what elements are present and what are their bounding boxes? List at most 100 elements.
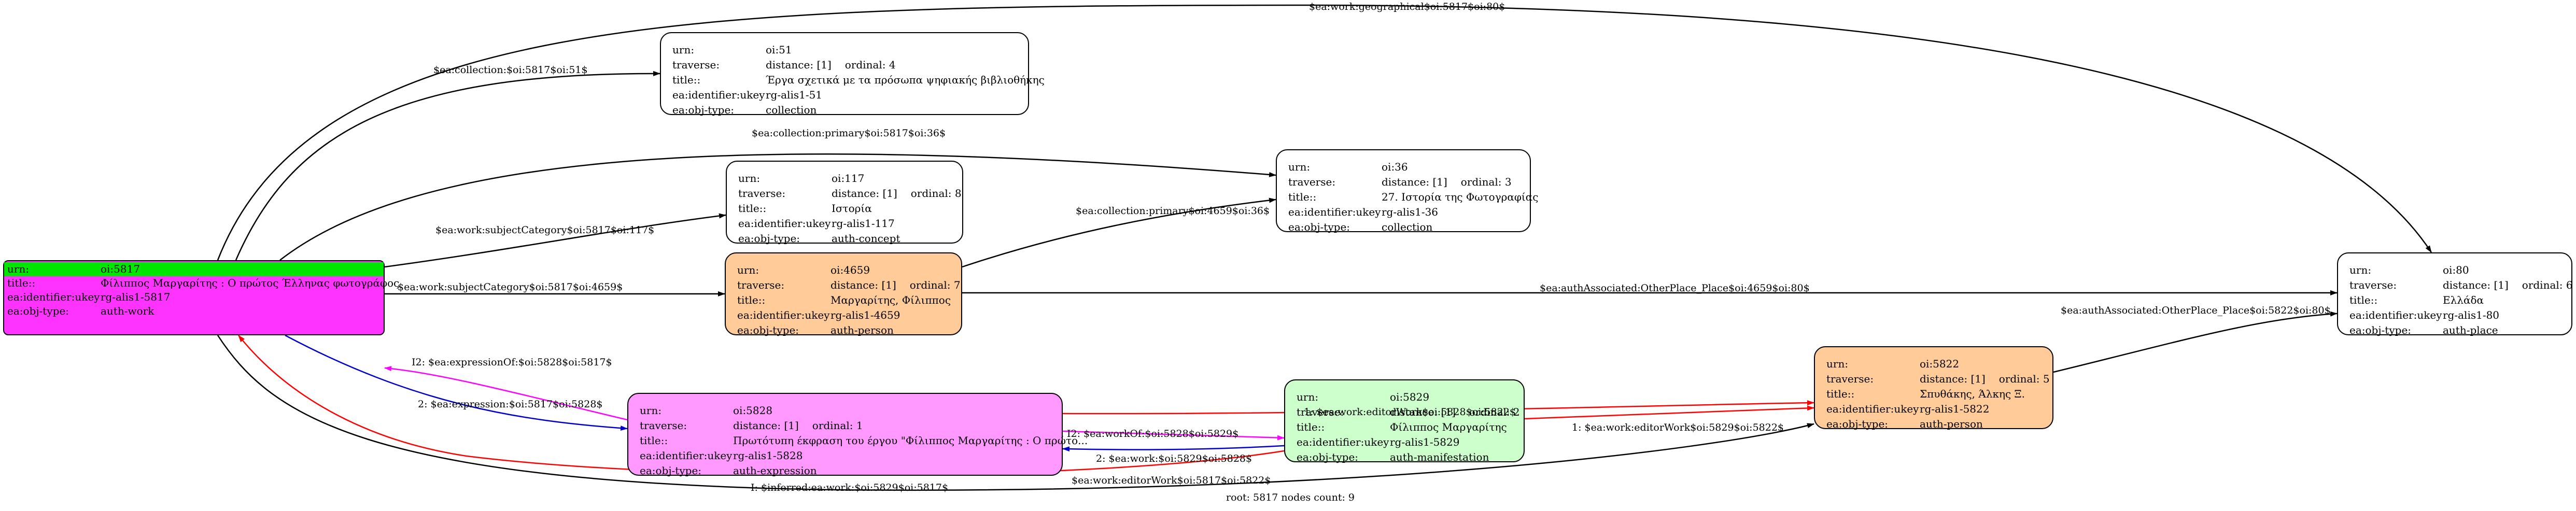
identifier-value: rg-alis1-5822 xyxy=(1920,403,1990,415)
objtype-value: auth-manifestation xyxy=(1390,451,1489,463)
node-oi-5828[interactable]: urn:oi:5828 traverse:distance: [1]ordina… xyxy=(627,393,1088,477)
traverse-key: traverse: xyxy=(737,279,785,291)
objtype-value: auth-person xyxy=(1920,418,1983,430)
urn-value: oi:36 xyxy=(1382,161,1408,173)
urn-key: urn: xyxy=(737,264,759,276)
ordinal-value: ordinal: 8 xyxy=(910,187,962,200)
urn-value: oi:5822 xyxy=(1920,358,1960,370)
footer-node-count: root: 5817 nodes count: 9 xyxy=(1226,492,1355,503)
objtype-key: ea:obj-type: xyxy=(1288,221,1350,233)
identifier-key: ea:identifier:ukey xyxy=(1826,403,1919,415)
traverse-key: traverse: xyxy=(640,419,687,432)
edge-coll51 xyxy=(235,70,660,261)
distance-value: distance: [1] xyxy=(766,59,832,71)
node-oi-5829[interactable]: urn:oi:5829 traverse:distance: [1]ordina… xyxy=(1284,379,1525,463)
node-oi-4659[interactable]: urn:oi:4659 traverse:distance: [1]ordina… xyxy=(725,252,962,336)
edge-coll36 xyxy=(279,153,1276,261)
objtype-value: auth-concept xyxy=(832,232,900,245)
edge-label-subject-117: $ea:work:subjectCategory$oi:5817$oi:117$ xyxy=(435,224,655,236)
ordinal-value: ordinal: 2 xyxy=(1469,406,1520,418)
edge-inferred xyxy=(238,335,1285,476)
node-oi-117[interactable]: urn:oi:117 traverse:distance: [1]ordinal… xyxy=(726,161,963,245)
objtype-key: ea:obj-type: xyxy=(738,232,800,245)
identifier-value: rg-alis1-51 xyxy=(766,89,823,101)
traverse-key: traverse: xyxy=(2349,279,2397,291)
urn-value: oi:5817 xyxy=(101,263,140,275)
distance-value: distance: [1] xyxy=(1382,176,1447,188)
urn-key: urn: xyxy=(7,263,30,275)
title-key: title:: xyxy=(1288,191,1317,203)
edge-label-5822-place-80: $ea:authAssociated:OtherPlace_Place$oi:5… xyxy=(2061,305,2331,316)
distance-value: distance: [1] xyxy=(830,279,896,291)
edge-ed5817 xyxy=(217,335,1814,491)
title-key: title:: xyxy=(7,277,36,289)
objtype-value: auth-expression xyxy=(733,464,817,477)
identifier-key: ea:identifier:ukey xyxy=(640,449,733,462)
traverse-key: traverse: xyxy=(1826,373,1874,385)
node-oi-80[interactable]: urn:oi:80 traverse:distance: [1]ordinal:… xyxy=(2337,252,2573,336)
edge-label-expression-of: I2: $ea:expressionOf:$oi:5828$oi:5817$ xyxy=(412,357,612,368)
objtype-value: auth-place xyxy=(2443,324,2498,336)
objtype-value: collection xyxy=(766,104,817,116)
title-key: title:: xyxy=(1826,388,1855,400)
objtype-key: ea:obj-type: xyxy=(672,104,735,116)
title-value: Φίλιππος Μαργαρίτης xyxy=(1390,421,1507,433)
ordinal-value: ordinal: 5 xyxy=(1998,373,2050,385)
identifier-key: ea:identifier:ukey xyxy=(737,309,830,321)
title-value: Μαργαρίτης, Φίλιππος xyxy=(830,294,951,306)
ordinal-value: ordinal: 6 xyxy=(2522,279,2573,291)
edge-label-expression: 2: $ea:expression:$oi:5817$oi:5828$ xyxy=(418,399,603,410)
edge-5822-80 xyxy=(2053,311,2338,373)
title-value: Ιστορία xyxy=(832,202,872,215)
identifier-value: rg-alis1-5829 xyxy=(1390,436,1460,448)
edge-label-editor-5828: 1: $ea:work:editorWork$oi:5828$oi:5822$ xyxy=(1304,406,1516,418)
distance-value: distance: [1] xyxy=(1390,406,1456,418)
objtype-key: ea:obj-type: xyxy=(737,324,799,336)
objtype-value: auth-work xyxy=(101,305,154,317)
urn-value: oi:5828 xyxy=(733,404,773,417)
objtype-key: ea:obj-type: xyxy=(1297,451,1359,463)
distance-value: distance: [1] xyxy=(832,187,897,200)
node-oi-5817[interactable]: urn:oi:5817 title::Φίλιππος Μαργαρίτης :… xyxy=(3,260,399,335)
traverse-key: traverse: xyxy=(1288,176,1336,188)
title-key: title:: xyxy=(737,294,766,306)
urn-key: urn: xyxy=(1288,161,1311,173)
identifier-key: ea:identifier:ukey xyxy=(7,291,100,303)
edge-work xyxy=(1062,445,1285,452)
node-oi-51[interactable]: urn:oi:51 traverse:distance: [1]ordinal:… xyxy=(660,32,1045,116)
identifier-value: rg-alis1-4659 xyxy=(830,309,900,321)
objtype-key: ea:obj-type: xyxy=(2349,324,2412,336)
edge-expr xyxy=(285,334,628,431)
title-key: title:: xyxy=(1297,421,1325,433)
edge-4659-36 xyxy=(962,197,1276,268)
node-oi-5822[interactable]: urn: oi:5822 traverse: distance: [1] ordina… xyxy=(1814,346,2053,430)
distance-value: distance: [1] xyxy=(1920,373,1986,385)
edge-label-4659-place-80: $ea:authAssociated:OtherPlace_Place$oi:4… xyxy=(1540,282,1810,294)
title-key: title:: xyxy=(2349,294,2378,306)
edge-label-subject-4659: $ea:work:subjectCategory$oi:5817$oi:4659… xyxy=(398,281,623,293)
edge-workof xyxy=(1062,430,1285,441)
identifier-key: ea:identifier:ukey xyxy=(2349,309,2442,321)
node-oi-36[interactable]: urn:oi:36 traverse:distance: [1]ordinal:… xyxy=(1276,149,1538,233)
identifier-key: ea:identifier:ukey xyxy=(1288,206,1381,218)
title-value: Έργα σχετικά με τα πρόσωπα ψηφιακής βιβλ… xyxy=(766,74,1045,86)
edge-label-collection-51: $ea:collection:$oi:5817$oi:51$ xyxy=(433,64,588,76)
edge-exprof xyxy=(384,366,628,421)
objtype-key: ea:obj-type: xyxy=(1826,418,1889,430)
urn-value: oi:51 xyxy=(766,44,792,56)
title-value: Σπυθάκης, Άλκης Ξ. xyxy=(1920,388,2025,400)
edge-label-4659-collection-36: $ea:collection:primary$oi:4659$oi:36$ xyxy=(1076,205,1270,217)
urn-key: urn: xyxy=(640,404,662,417)
edge-label-work: 2: $ea:work:$oi:5829$oi:5828$ xyxy=(1096,453,1252,464)
title-key: title:: xyxy=(640,434,668,447)
traverse-key: traverse: xyxy=(1297,406,1344,418)
title-value: 27. Ιστορία της Φωτογραφίας xyxy=(1382,191,1539,203)
objtype-value: auth-person xyxy=(830,324,894,336)
urn-key: urn: xyxy=(1826,358,1849,370)
urn-value: oi:117 xyxy=(832,172,865,184)
urn-key: urn: xyxy=(1297,391,1319,403)
urn-value: oi:4659 xyxy=(830,264,870,276)
identifier-value: rg-alis1-5817 xyxy=(101,291,171,303)
identifier-key: ea:identifier:ukey xyxy=(1297,436,1389,448)
